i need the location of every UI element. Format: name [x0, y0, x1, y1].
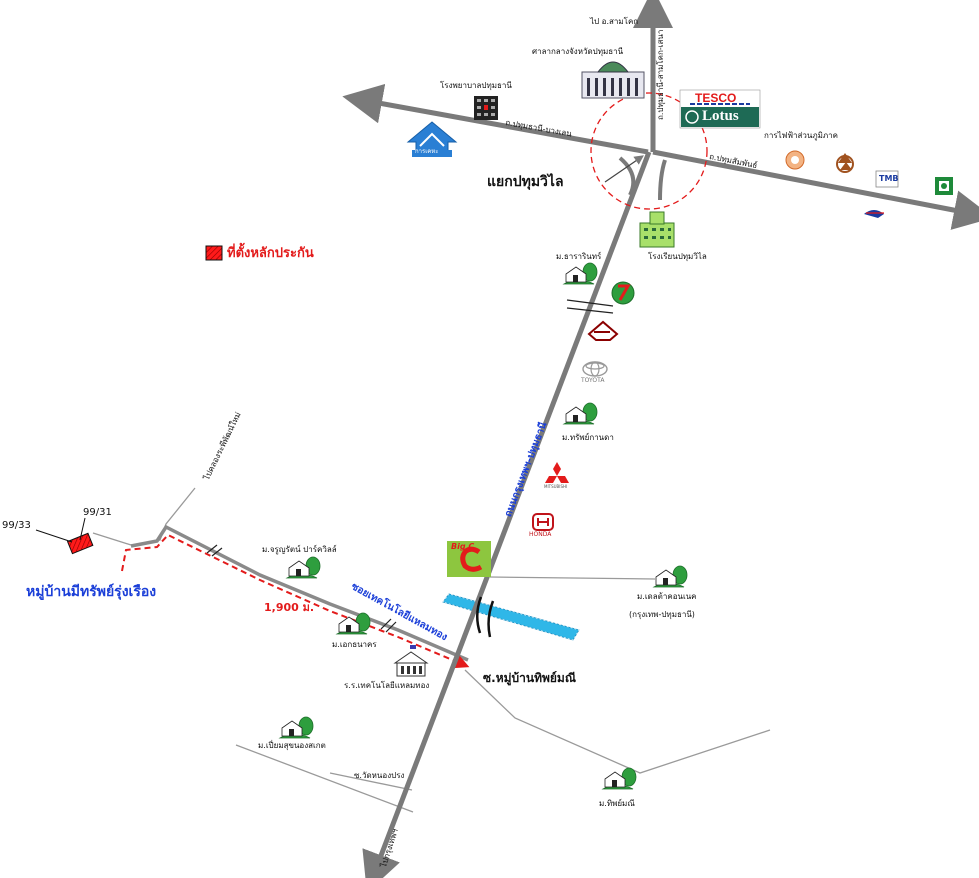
intersection-circle [590, 92, 708, 210]
legend-collateral-label: ที่ตั้งหลักประกัน [227, 246, 314, 261]
label-hospital: โรงพยาบาลปทุมธานี [440, 81, 512, 90]
legend-swatch [205, 245, 223, 261]
city-hall-icon [581, 61, 645, 99]
label-intersection: แยกปทุมวิไล [487, 174, 564, 190]
mitsubishi-text: MITSUBISHI [544, 484, 568, 489]
label-village-ekthanakon: ม.เอกธนาคร [332, 640, 377, 649]
housing-authority-text: การเคหะ [415, 148, 439, 155]
label-soi-thipmanee: ซ.หมู่บ้านทิพย์มณี [483, 671, 576, 685]
minor-roads [92, 487, 771, 813]
bridge-mark [476, 596, 495, 638]
tmb-text: TMB [879, 174, 899, 183]
label-village-main: หมู่บ้านมีทรัพย์รุ่งเรือง [26, 584, 157, 600]
bank-logo [587, 320, 619, 341]
label-village-thipmanee: ม.ทิพย์มณี [599, 799, 635, 808]
pea-logos [785, 150, 953, 218]
label-village-charoenrat: ม.จรูญรัตน์ ปาร์ควิลล์ [262, 545, 337, 554]
label-village-tararin: ม.ธารารินทร์ [556, 252, 602, 261]
label-to-samkhok: ไป อ.สามโคก [590, 17, 639, 26]
label-city-hall: ศาลากลางจังหวัดปทุมธานี [532, 47, 624, 56]
label-soi-wat: ซ.วัดหนองปรง [354, 771, 405, 780]
plot-number-b: 99/33 [2, 520, 31, 531]
lamthong-school-icon [393, 645, 429, 677]
main-roads [342, 0, 979, 878]
hospital-icon [474, 96, 498, 120]
label-school: โรงเรียนปทุมวิไล [648, 252, 707, 261]
village-icons [278, 262, 688, 790]
mitsubishi-logo [545, 462, 569, 483]
route-dashed-line [121, 533, 470, 669]
tesco-lotus-logo [679, 89, 761, 129]
tesco-text: TESCO [695, 91, 737, 105]
label-delta-sub: (กรุงเทพ-ปทุมธานี) [629, 610, 695, 619]
honda-logo [532, 513, 554, 531]
label-distance: 1,900 ม. [264, 601, 315, 614]
label-road-ptn-samkhok: ถ.ปทุมธานี-สามโคก-เสนา [656, 29, 665, 120]
plot-number-a: 99/31 [83, 507, 112, 518]
label-pea: การไฟฟ้าส่วนภูมิภาค [764, 131, 838, 140]
convenience-store-logo [611, 281, 635, 305]
label-school-tech: ร.ร.เทคโนโลยีแหลมทอง [344, 681, 430, 690]
plot-marker [66, 532, 94, 555]
label-village-delta: ม.เดลต้าคอนเนค [637, 592, 697, 601]
toyota-text: TOYOTA [581, 377, 605, 384]
soi-technology-road [130, 524, 469, 662]
toyota-logo [582, 361, 608, 377]
label-village-piamsuk: ม.เปี่ยมสุขนองสเกต [258, 741, 326, 750]
housing-authority-logo [406, 121, 458, 157]
honda-text: HONDA [529, 531, 552, 538]
bigc-logo [447, 541, 491, 577]
school-icon [639, 211, 675, 248]
label-village-sap-kanda: ม.ทรัพย์กานดา [562, 433, 614, 442]
bigc-text: Big C [451, 542, 475, 551]
lotus-text: Lotus [702, 108, 739, 124]
